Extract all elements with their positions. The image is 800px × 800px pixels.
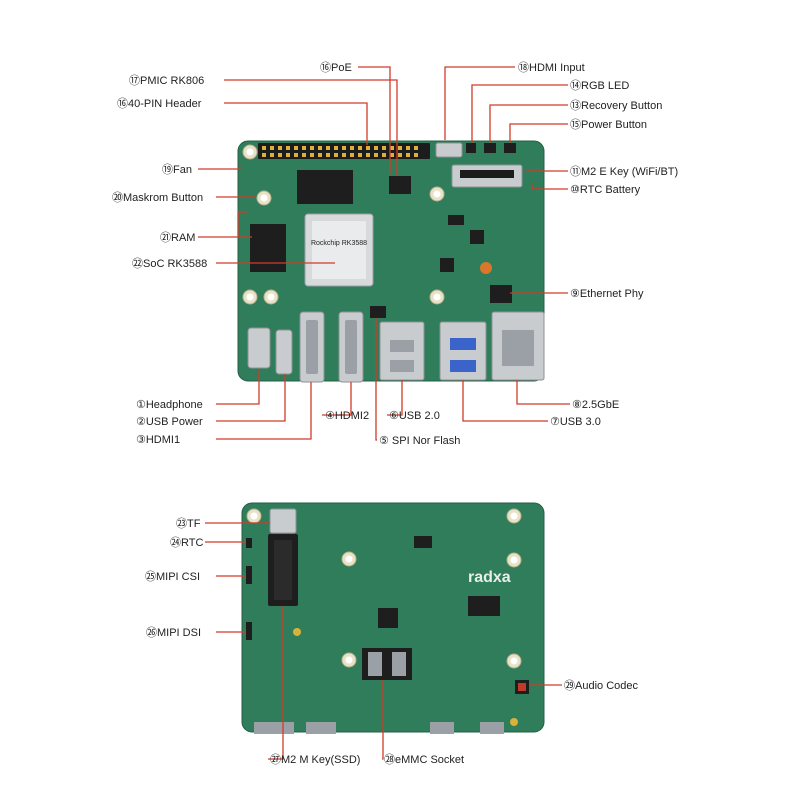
- gpio-header: [258, 143, 430, 159]
- label-rgb-led: ⑭RGB LED: [570, 79, 629, 92]
- spi-flash-chip: [370, 306, 386, 318]
- label-40-pin-header: ⑯40-PIN Header: [117, 97, 202, 110]
- label-mipi-dsi: ㉖MIPI DSI: [146, 626, 201, 639]
- label-hdmi2: ④HDMI2: [325, 410, 369, 422]
- label-tf: ㉓TF: [176, 517, 201, 530]
- leader-lines-top: [198, 66, 570, 441]
- label-soc: ㉒SoC RK3588: [132, 257, 207, 270]
- tf-slot: [269, 508, 297, 534]
- label-audio-codec: ㉙Audio Codec: [564, 679, 638, 692]
- bottom-board: radxa: [241, 502, 545, 734]
- label-spi-nor-flash: ⑤ SPI Nor Flash: [379, 435, 460, 447]
- radxa-logo-text: radxa: [468, 569, 511, 586]
- label-fan: ⑲Fan: [162, 163, 192, 176]
- power-button-part: [504, 143, 516, 153]
- label-ethernet-phy: ⑨Ethernet Phy: [570, 288, 644, 300]
- rgb-led-part: [466, 143, 476, 153]
- top-board: Rockchip RK3588: [237, 140, 545, 383]
- label-poe: ⑯PoE: [320, 61, 352, 74]
- hdmi-input-port: [435, 142, 463, 158]
- label-m2-e-key: ⑪M2 E Key (WiFi/BT): [570, 165, 678, 178]
- label-emmc-socket: ㉘eMMC Socket: [384, 753, 464, 766]
- eth-phy-chip: [490, 285, 512, 303]
- label-rtc: ㉔RTC: [170, 536, 203, 549]
- headphone-jack: [247, 327, 271, 369]
- recovery-button-part: [484, 143, 496, 153]
- label-usb-power: ②USB Power: [136, 416, 203, 428]
- label-usb2: ⑥USB 2.0: [389, 410, 440, 422]
- mipi-csi-connector: [246, 566, 252, 584]
- label-ram: ㉑RAM: [160, 231, 195, 244]
- label-rtc-battery: ⑩RTC Battery: [570, 184, 641, 196]
- label-mipi-csi: ㉕MIPI CSI: [145, 570, 200, 583]
- pmic-chip: [389, 176, 411, 194]
- soc-marking: Rockchip RK3588: [311, 240, 367, 247]
- label-maskrom-button: ⑳Maskrom Button: [112, 191, 203, 204]
- leader-lines-bottom: [205, 522, 562, 760]
- label-hdmi1: ③HDMI1: [136, 434, 180, 446]
- rtc-connector: [246, 538, 252, 548]
- label-2-5gbe: ⑧2.5GbE: [572, 399, 619, 411]
- label-power-button: ⑮Power Button: [570, 118, 647, 131]
- ram-chip-left: [250, 224, 286, 272]
- label-m2-m-key: ㉗M2 M Key(SSD): [270, 753, 360, 766]
- mipi-dsi-connector: [246, 622, 252, 640]
- labels-bottom: ㉓TF ㉔RTC ㉕MIPI CSI ㉖MIPI DSI ㉙Audio Code…: [145, 517, 638, 766]
- usb-c-power: [275, 329, 293, 375]
- label-recovery-button: ⑬Recovery Button: [570, 99, 662, 112]
- labels-top: ⑯PoE ⑱HDMI Input ⑰PMIC RK806 ⑭RGB LED ⑯4…: [112, 61, 678, 447]
- ram-chip-top: [297, 170, 353, 204]
- label-pmic: ⑰PMIC RK806: [129, 74, 204, 87]
- label-headphone: ①Headphone: [136, 399, 203, 411]
- label-hdmi-input: ⑱HDMI Input: [518, 61, 585, 74]
- label-usb3: ⑦USB 3.0: [550, 416, 601, 428]
